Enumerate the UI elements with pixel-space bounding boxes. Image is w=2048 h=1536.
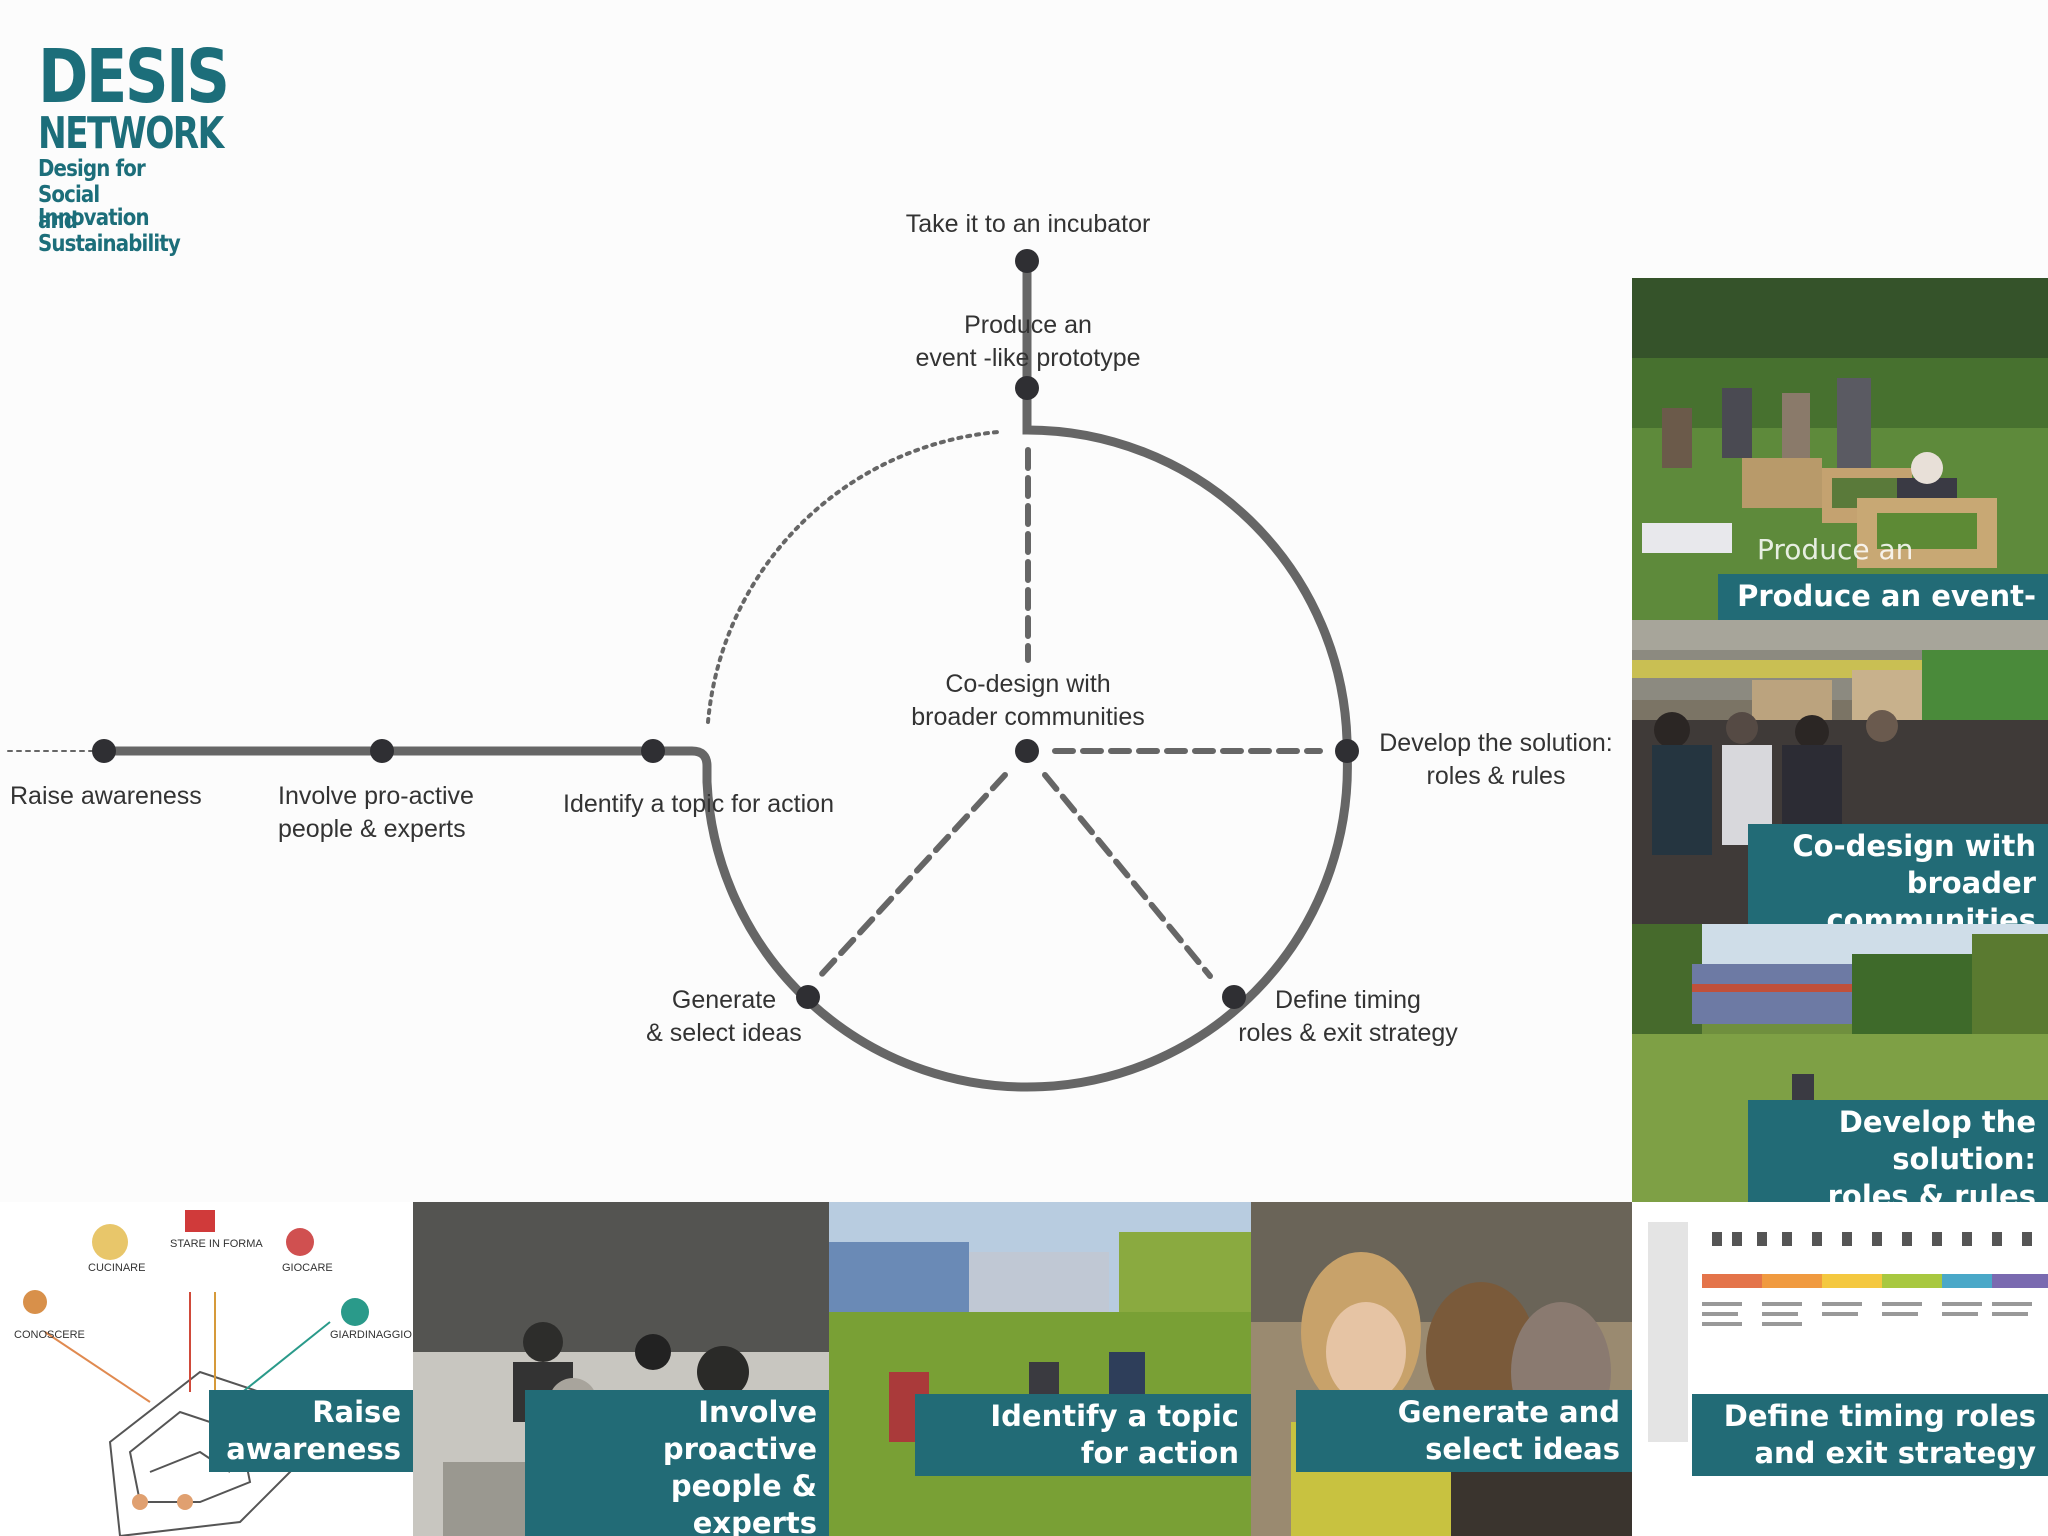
sketch-label-stare: STARE IN FORMA (170, 1238, 263, 1250)
sketch-label-giocare: GIOCARE (282, 1262, 333, 1274)
spoke-left (817, 772, 1008, 979)
label-incubator: Take it to an incubator (905, 210, 1151, 238)
caption-raise: Raise awareness (209, 1390, 413, 1472)
label-codesign: Co-design with broader communities (911, 670, 1145, 731)
caption-develop: Develop the solution: roles & rules (1748, 1100, 2048, 1202)
desis-logo: DESIS NETWORK Design for Social Innovati… (38, 34, 238, 257)
node-generate (796, 985, 820, 1009)
photo-prototype: Produce an Produce an event- like protot… (1632, 278, 2048, 620)
spoke-right-down (1042, 772, 1213, 979)
chart-timing: Define timing roles and exit strategy (1632, 1202, 2048, 1536)
main-track (99, 383, 1352, 1092)
photo-identify-art (829, 1202, 1251, 1536)
node-timing (1222, 985, 1246, 1009)
photo-develop: Develop the solution: roles & rules (1632, 924, 2048, 1202)
caption-prototype: Produce an event- like prototype (1718, 574, 2048, 620)
dotted-arc (706, 430, 1000, 724)
label-develop: Develop the solution: roles & rules (1379, 729, 1613, 790)
photo-generate-art (1251, 1202, 1632, 1536)
caption-timing: Define timing roles and exit strategy (1692, 1394, 2048, 1476)
label-generate: Generate & select ideas (646, 986, 802, 1047)
photo-codesign: Co-design with broader communities (1632, 620, 2048, 944)
node-identify (641, 739, 665, 763)
sketch-label-giardinaggio: GIARDINAGGIO (330, 1329, 412, 1341)
node-involve (370, 739, 394, 763)
photo-generate: Generate and select ideas (1251, 1202, 1632, 1536)
photo-prototype-art (1632, 278, 2048, 620)
label-raise: Raise awareness (10, 782, 202, 810)
node-prototype (1015, 376, 1039, 400)
photo-identify: Identify a topic for action (829, 1202, 1251, 1536)
photo-involve: Involve proactive people & experts (413, 1202, 829, 1536)
caption-generate: Generate and select ideas (1296, 1390, 1632, 1472)
logo-line-design-for: Design for (38, 156, 146, 182)
label-timing: Define timing roles & exit strategy (1238, 986, 1458, 1047)
node-raise (92, 739, 116, 763)
sketch-label-cucinare: CUCINARE (88, 1262, 146, 1274)
sketch-raise: CUCINARE STARE IN FORMA GIOCARE CONOSCER… (0, 1202, 413, 1536)
sketch-label-conoscere: CONOSCERE (14, 1329, 85, 1341)
caption-codesign: Co-design with broader communities (1748, 824, 2048, 943)
label-identify: Identify a topic for action (563, 790, 834, 818)
logo-line-desis: DESIS (38, 34, 230, 120)
logo-line-social-innovation: Social Innovation (38, 182, 150, 231)
node-center (1015, 739, 1039, 763)
label-involve: Involve pro-active people & experts (278, 782, 474, 843)
timing-chart-art (1648, 1222, 2048, 1442)
caption-involve: Involve proactive people & experts (525, 1390, 829, 1536)
photo-prototype-ghost-text: Produce an (1757, 533, 1914, 566)
logo-line-network: NETWORK (38, 108, 224, 159)
label-prototype: Produce an event -like prototype (915, 311, 1141, 372)
logo-line-sustainability: and Sustainability (38, 208, 181, 257)
node-develop (1335, 739, 1359, 763)
caption-identify: Identify a topic for action (915, 1394, 1251, 1476)
process-diagram (7, 249, 1359, 1092)
sketch-map-art (23, 1210, 369, 1536)
node-incubator (1015, 249, 1039, 273)
